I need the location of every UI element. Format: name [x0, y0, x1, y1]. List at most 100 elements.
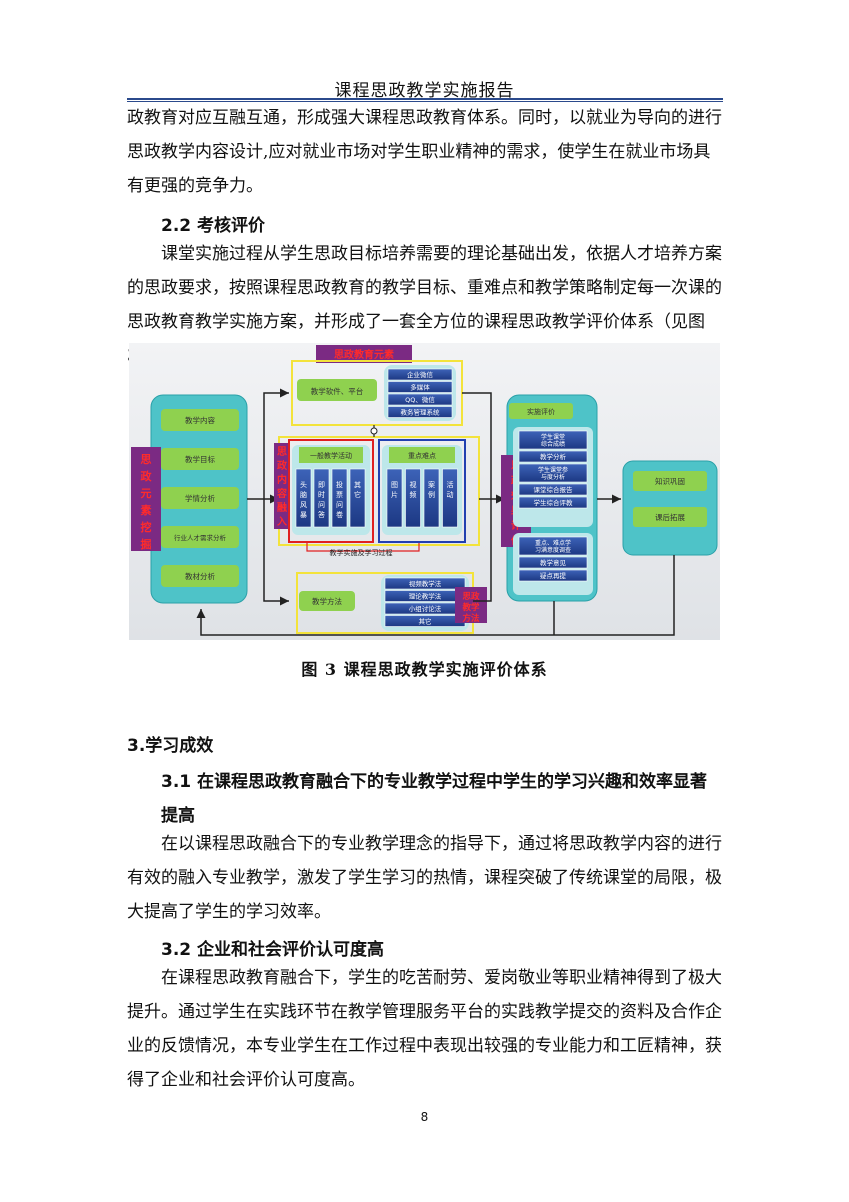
mid-left-label-char: 融	[277, 501, 287, 514]
keypoint-item-box	[423, 468, 440, 528]
mid-left-label-char: 容	[276, 487, 287, 500]
far-right-item-box	[633, 507, 707, 527]
keypoint-item-char: 活	[447, 480, 454, 489]
eval-item-box	[518, 430, 588, 450]
mid-left-label-char: 入	[277, 516, 287, 528]
survey-item-box	[518, 556, 588, 569]
survey-item-box	[518, 569, 588, 582]
section-heading-3: 3.学习成效	[127, 736, 214, 756]
bottom-right-label-line: 方法	[462, 613, 480, 624]
keypoint-item-box	[405, 468, 421, 528]
eval-item-label: 教学分析	[540, 452, 567, 461]
activity-item-char: 票	[336, 491, 343, 499]
top-item-label: QQ、微信	[405, 395, 435, 404]
box-teaching-methods-text: 教学方法	[312, 596, 342, 606]
left-label-char: 掘	[141, 537, 152, 551]
activity-item-char: 答	[318, 510, 325, 519]
label-ideology-elements-text: 思政教育元素	[334, 348, 394, 361]
eval-item-box	[518, 463, 588, 483]
bottom-right-label-line: 教学	[461, 602, 480, 613]
survey-item-label: 习满意度调查	[535, 546, 571, 554]
page-header: 课程思政教学实施报告	[334, 81, 515, 101]
keypoint-item-box	[442, 468, 458, 528]
activity-item-char: 暴	[300, 511, 307, 519]
keypoint-item-char: 案	[428, 480, 435, 489]
left-label-char: 挖	[141, 520, 152, 534]
eval-item-label: 课堂综合报告	[534, 485, 574, 494]
activity-item-char: 头	[300, 480, 307, 489]
paragraph-continuation: 政教育对应互融互通，形成强大课程思政教育体系。同时，以就业为导向的进行思政教学内…	[127, 108, 722, 196]
box-implementation-eval: 实施评价	[527, 407, 555, 416]
survey-item-box	[518, 536, 588, 556]
paragraph-learning-interest: 在以课程思政融合下的专业教学理念的指导下，通过将思政教学内容的进行有效的融入专业…	[127, 834, 722, 922]
eval-item-label: 综合成绩	[541, 440, 565, 448]
bottom-right-label-line: 思政	[462, 591, 480, 602]
box-key-difficult: 重点难点	[408, 451, 436, 460]
far-right-item-label: 课后拓展	[655, 512, 685, 522]
far-right-item-box	[633, 471, 707, 491]
paragraph-social-evaluation: 在课程思政教育融合下，学生的吃苦耐劳、爱岗敬业等职业精神得到了极大提升。通过学生…	[127, 968, 722, 1090]
mid-left-label-char: 内	[277, 473, 287, 486]
left-label-char: 政	[141, 469, 153, 483]
survey-item-label: 疑点再提	[540, 571, 567, 580]
survey-item-label: 教学意见	[540, 558, 567, 567]
left-item-label: 教学内容	[185, 415, 215, 425]
box-software-platform-text: 教学软件、平台	[311, 386, 364, 396]
far-right-item-label: 知识巩固	[655, 476, 685, 486]
method-item-label: 其它	[419, 617, 432, 626]
header-rule-thin	[127, 101, 723, 102]
label-ideology-mining	[131, 447, 161, 551]
activity-item-box	[295, 468, 312, 528]
left-item-label: 教学目标	[185, 454, 215, 464]
label-teaching-process: 教学实施及学习过程	[330, 548, 393, 557]
left-item-box	[161, 448, 239, 470]
box-teaching-methods	[299, 591, 355, 611]
top-item-box	[387, 381, 453, 393]
section-heading-2-2: 2.2 考核评价	[161, 216, 266, 236]
activity-item-char: 时	[318, 490, 325, 499]
left-item-label: 学情分析	[185, 493, 215, 503]
keypoint-item-char: 例	[428, 490, 435, 499]
keypoint-item-char: 片	[391, 490, 398, 499]
figure-caption: 图 3 课程思政教学实施评价体系	[301, 660, 548, 679]
keypoint-item-char: 频	[410, 490, 417, 499]
eval-item-label: 学生课堂参	[538, 466, 568, 474]
activity-item-box	[313, 468, 330, 528]
activity-item-char: 投	[336, 480, 343, 489]
box-general-activities: 一般教学活动	[310, 451, 352, 460]
activity-item-box	[331, 468, 348, 528]
method-item-label: 理论教学法	[409, 592, 442, 601]
left-label-char: 思	[141, 453, 152, 466]
survey-item-label: 重点、难点学	[535, 539, 571, 547]
box-software-platform	[297, 379, 377, 401]
left-item-box	[161, 526, 239, 548]
activity-item-char: 风	[300, 501, 307, 509]
eval-item-box	[518, 496, 588, 509]
method-item-box	[384, 577, 466, 590]
activity-item-char: 卷	[336, 510, 343, 519]
section-heading-3-2: 3.2 企业和社会评价认可度高	[161, 940, 385, 960]
label-content-integration	[274, 443, 290, 529]
page-number: 8	[420, 1110, 429, 1124]
top-item-box	[387, 368, 453, 381]
top-item-box	[387, 406, 453, 418]
left-item-box	[161, 409, 239, 431]
method-item-label: 小组讨论法	[409, 604, 442, 613]
activity-item-char: 它	[354, 490, 361, 499]
header-rule	[127, 98, 723, 100]
eval-item-box	[518, 450, 588, 463]
top-item-label: 教务管理系统	[401, 408, 441, 417]
keypoint-item-box	[386, 468, 403, 528]
label-ideology-elements	[316, 345, 412, 363]
left-label-char: 素	[141, 503, 152, 517]
keypoint-item-char: 图	[391, 481, 398, 489]
paragraph-assessment: 课堂实施过程从学生思政目标培养需要的理论基础出发，依据人才培养方案的思政要求，按…	[127, 244, 722, 366]
keypoint-item-char: 动	[447, 490, 454, 499]
left-item-label: 教材分析	[185, 571, 215, 581]
left-label-char: 元	[141, 487, 152, 500]
activity-item-box	[349, 468, 366, 528]
activity-item-char: 问	[336, 501, 343, 509]
method-item-label: 视频教学法	[409, 579, 442, 588]
